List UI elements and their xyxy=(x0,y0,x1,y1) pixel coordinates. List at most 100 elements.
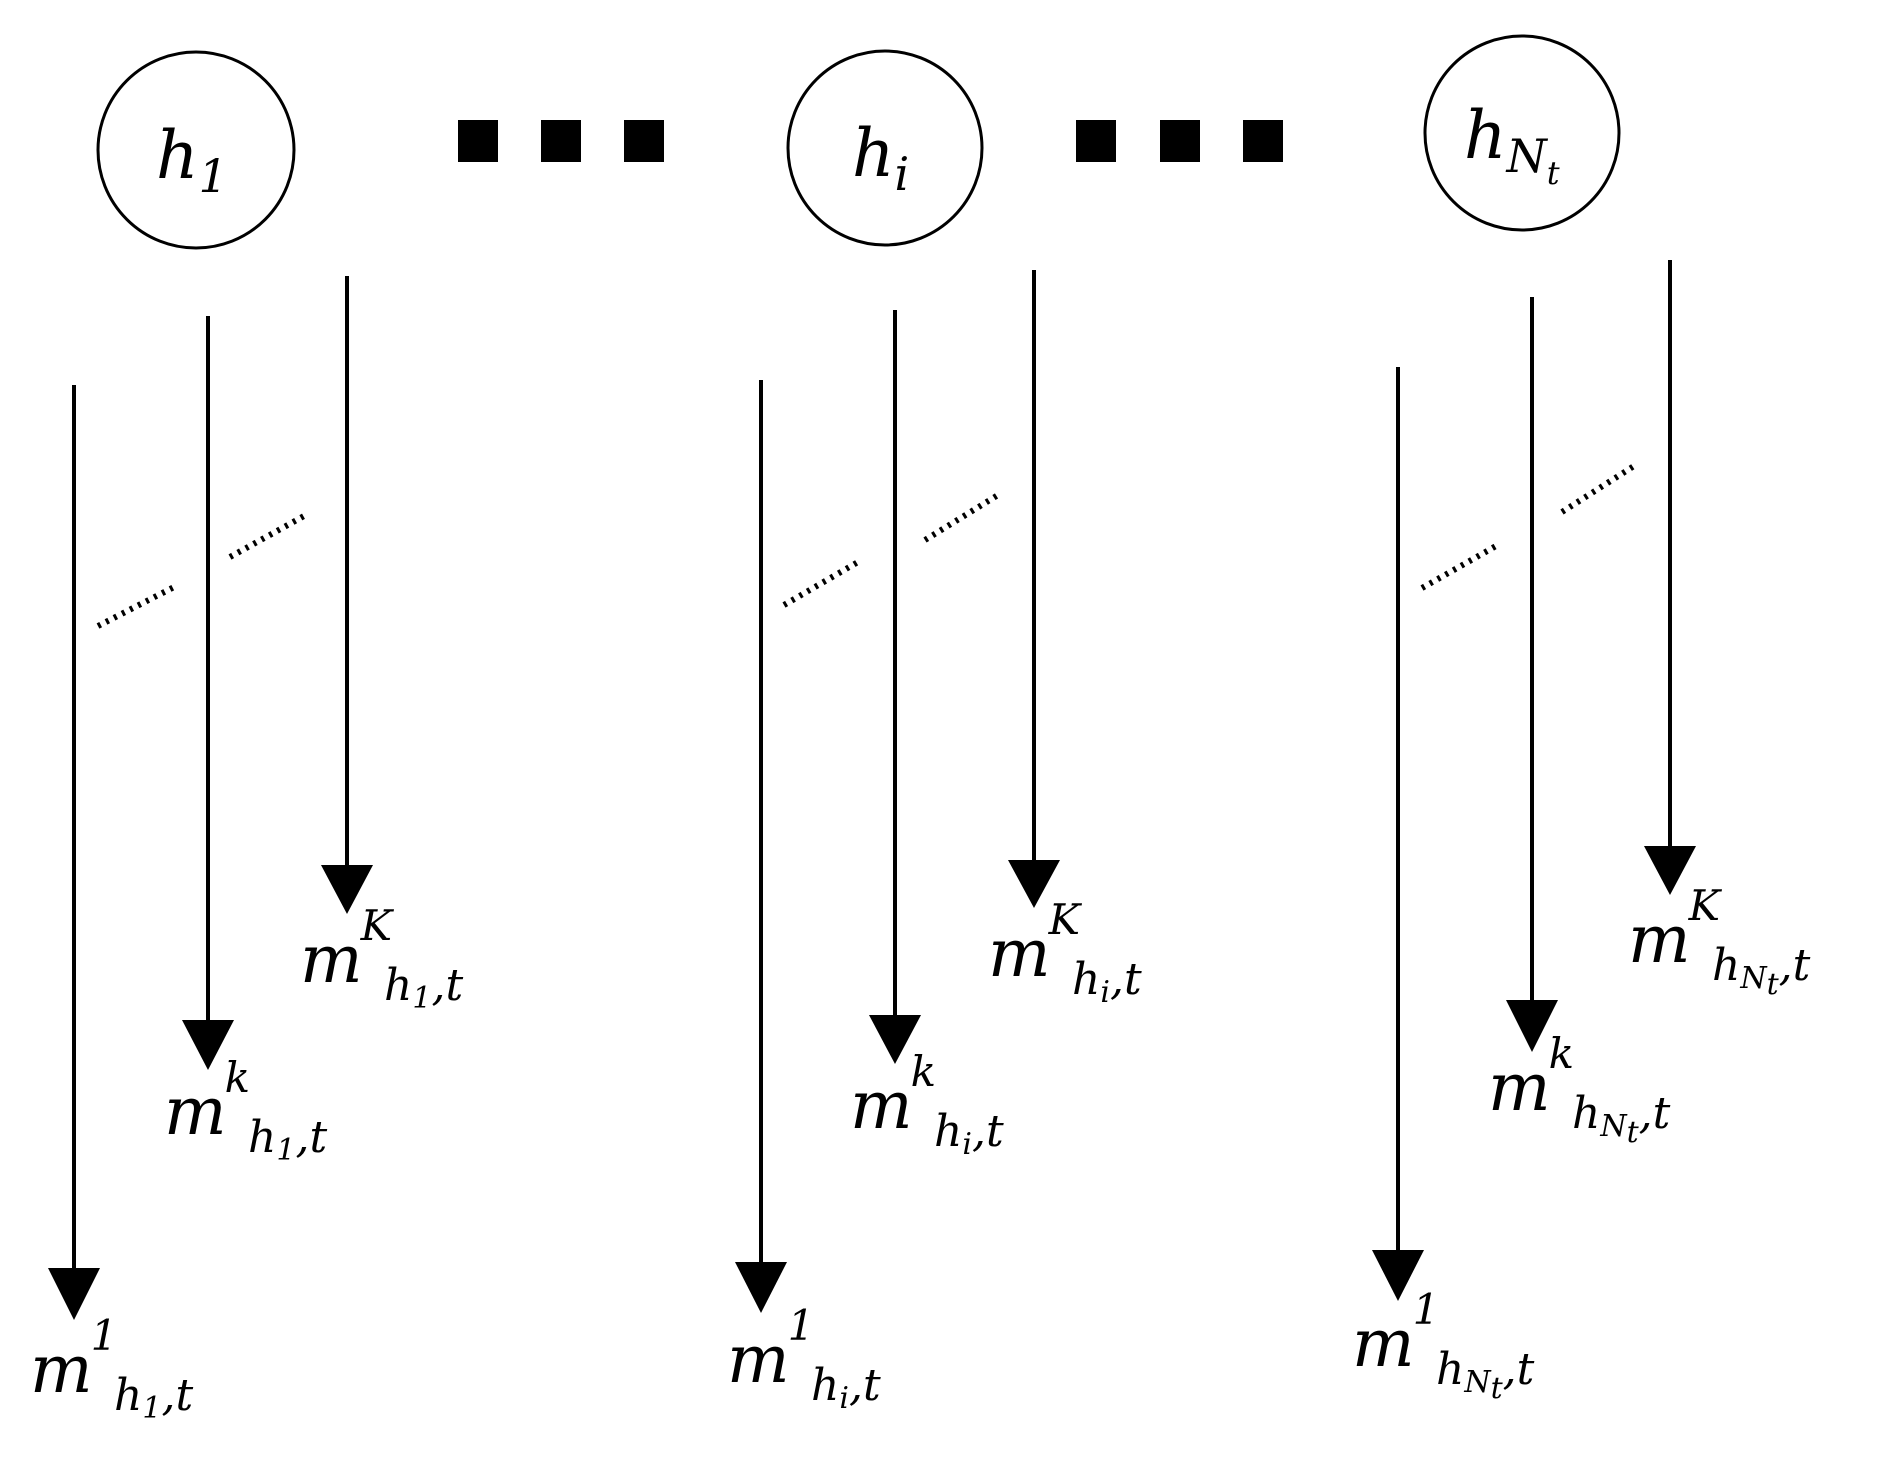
label-node-subsubsub: t xyxy=(1767,967,1780,1002)
label-node-sub: h xyxy=(811,1360,839,1411)
label-comma: , xyxy=(1639,1088,1653,1139)
arrow-h1-K-head xyxy=(321,865,373,914)
node-h1: h1 xyxy=(96,50,296,250)
label-base: m xyxy=(850,1067,913,1144)
ellipsis-left xyxy=(458,120,664,162)
label-comma: , xyxy=(1503,1344,1517,1395)
ellipsis-square xyxy=(1076,120,1116,162)
arrow-h1-1-head xyxy=(48,1268,100,1320)
node-hi-base: h xyxy=(852,115,895,192)
arrow-hi-K-head xyxy=(1008,860,1060,908)
label-node-sub: h xyxy=(1572,1088,1600,1139)
label-base: m xyxy=(1352,1305,1415,1382)
arrow-hi-k-head xyxy=(869,1015,921,1064)
label-time: t xyxy=(309,1112,327,1163)
label-time: t xyxy=(445,960,463,1011)
label-node-subsub: i xyxy=(839,1381,849,1416)
ellipsis-square xyxy=(1160,120,1200,162)
dots-h1-left xyxy=(96,583,178,629)
arrow-group-hnt xyxy=(1372,260,1696,1301)
ellipsis-square xyxy=(624,120,664,162)
label-base: m xyxy=(30,1331,93,1408)
label-superscript: 1 xyxy=(91,1311,118,1360)
node-hnt: hNt xyxy=(1423,34,1621,232)
dots-hi-left xyxy=(782,559,860,608)
node-hi-sub: i xyxy=(895,147,910,201)
label-base: m xyxy=(988,915,1051,992)
label-base: m xyxy=(1628,901,1691,978)
label-time: t xyxy=(1124,954,1142,1005)
label-comma: , xyxy=(1779,940,1793,991)
label-time: t xyxy=(1517,1344,1535,1395)
arrow-hnt-k-head xyxy=(1506,1000,1558,1052)
arrow-h1-k-head xyxy=(182,1020,234,1070)
ellipsis-square xyxy=(458,120,498,162)
label-m-hi-1: m1 hi,t xyxy=(727,1301,881,1416)
label-node-sub: h xyxy=(934,1106,962,1157)
arrow-hnt-1-head xyxy=(1372,1250,1424,1301)
node-hnt-subsub: t xyxy=(1547,154,1560,192)
label-node-sub: h xyxy=(248,1112,276,1163)
label-time: t xyxy=(863,1360,881,1411)
label-comma: , xyxy=(849,1360,863,1411)
label-comma: , xyxy=(161,1370,175,1421)
arrow-group-hi xyxy=(735,270,1060,1313)
label-node-subsub: N xyxy=(1739,961,1768,996)
arrow-hnt-K-head xyxy=(1644,846,1696,895)
label-node-subsub: N xyxy=(1463,1365,1492,1400)
label-comma: , xyxy=(295,1112,309,1163)
label-superscript: 1 xyxy=(788,1301,815,1350)
node-hnt-sub: N xyxy=(1506,129,1549,183)
node-h1-label: h1 xyxy=(156,117,228,203)
label-node-sub: h xyxy=(114,1370,142,1421)
arrow-group-h1 xyxy=(48,276,373,1320)
label-superscript: k xyxy=(1549,1029,1574,1078)
label-node-sub: h xyxy=(1072,954,1100,1005)
arrow-hi-1-head xyxy=(735,1262,787,1313)
label-comma: , xyxy=(431,960,445,1011)
label-node-subsub: 1 xyxy=(412,981,431,1016)
label-node-subsubsub: t xyxy=(1627,1115,1640,1150)
label-node-subsub: 1 xyxy=(142,1391,161,1426)
label-time: t xyxy=(1653,1088,1671,1139)
label-superscript: K xyxy=(1688,881,1723,930)
ellipsis-square xyxy=(541,120,581,162)
dots-hnt-left xyxy=(1420,543,1498,591)
label-base: m xyxy=(1488,1049,1551,1126)
label-time: t xyxy=(1793,940,1811,991)
label-node-subsub: i xyxy=(962,1127,972,1162)
label-superscript: K xyxy=(360,901,395,950)
label-comma: , xyxy=(1110,954,1124,1005)
label-node-subsub: i xyxy=(1100,975,1110,1010)
dots-h1-right xyxy=(228,513,306,560)
dots-hnt-right xyxy=(1560,463,1636,515)
node-hnt-circle xyxy=(1423,34,1621,232)
label-node-sub: h xyxy=(1436,1344,1464,1395)
label-superscript: K xyxy=(1048,895,1083,944)
label-superscript: 1 xyxy=(1413,1285,1440,1334)
node-h1-circle xyxy=(96,50,296,250)
label-node-sub: h xyxy=(1712,940,1740,991)
label-base: m xyxy=(300,921,363,998)
node-hi: hi xyxy=(786,49,984,247)
label-superscript: k xyxy=(225,1053,250,1102)
node-hnt-base: h xyxy=(1464,97,1507,174)
label-node-sub: h xyxy=(384,960,412,1011)
node-h1-sub: 1 xyxy=(199,149,228,203)
ellipsis-square xyxy=(1243,120,1283,162)
ellipsis-right xyxy=(1076,120,1283,162)
label-base: m xyxy=(727,1321,790,1398)
label-node-subsub: N xyxy=(1599,1109,1628,1144)
label-time: t xyxy=(986,1106,1004,1157)
node-h1-base: h xyxy=(156,117,199,194)
node-hi-label: hi xyxy=(852,115,909,201)
label-base: m xyxy=(164,1073,227,1150)
node-hnt-label: hNt xyxy=(1464,97,1560,192)
